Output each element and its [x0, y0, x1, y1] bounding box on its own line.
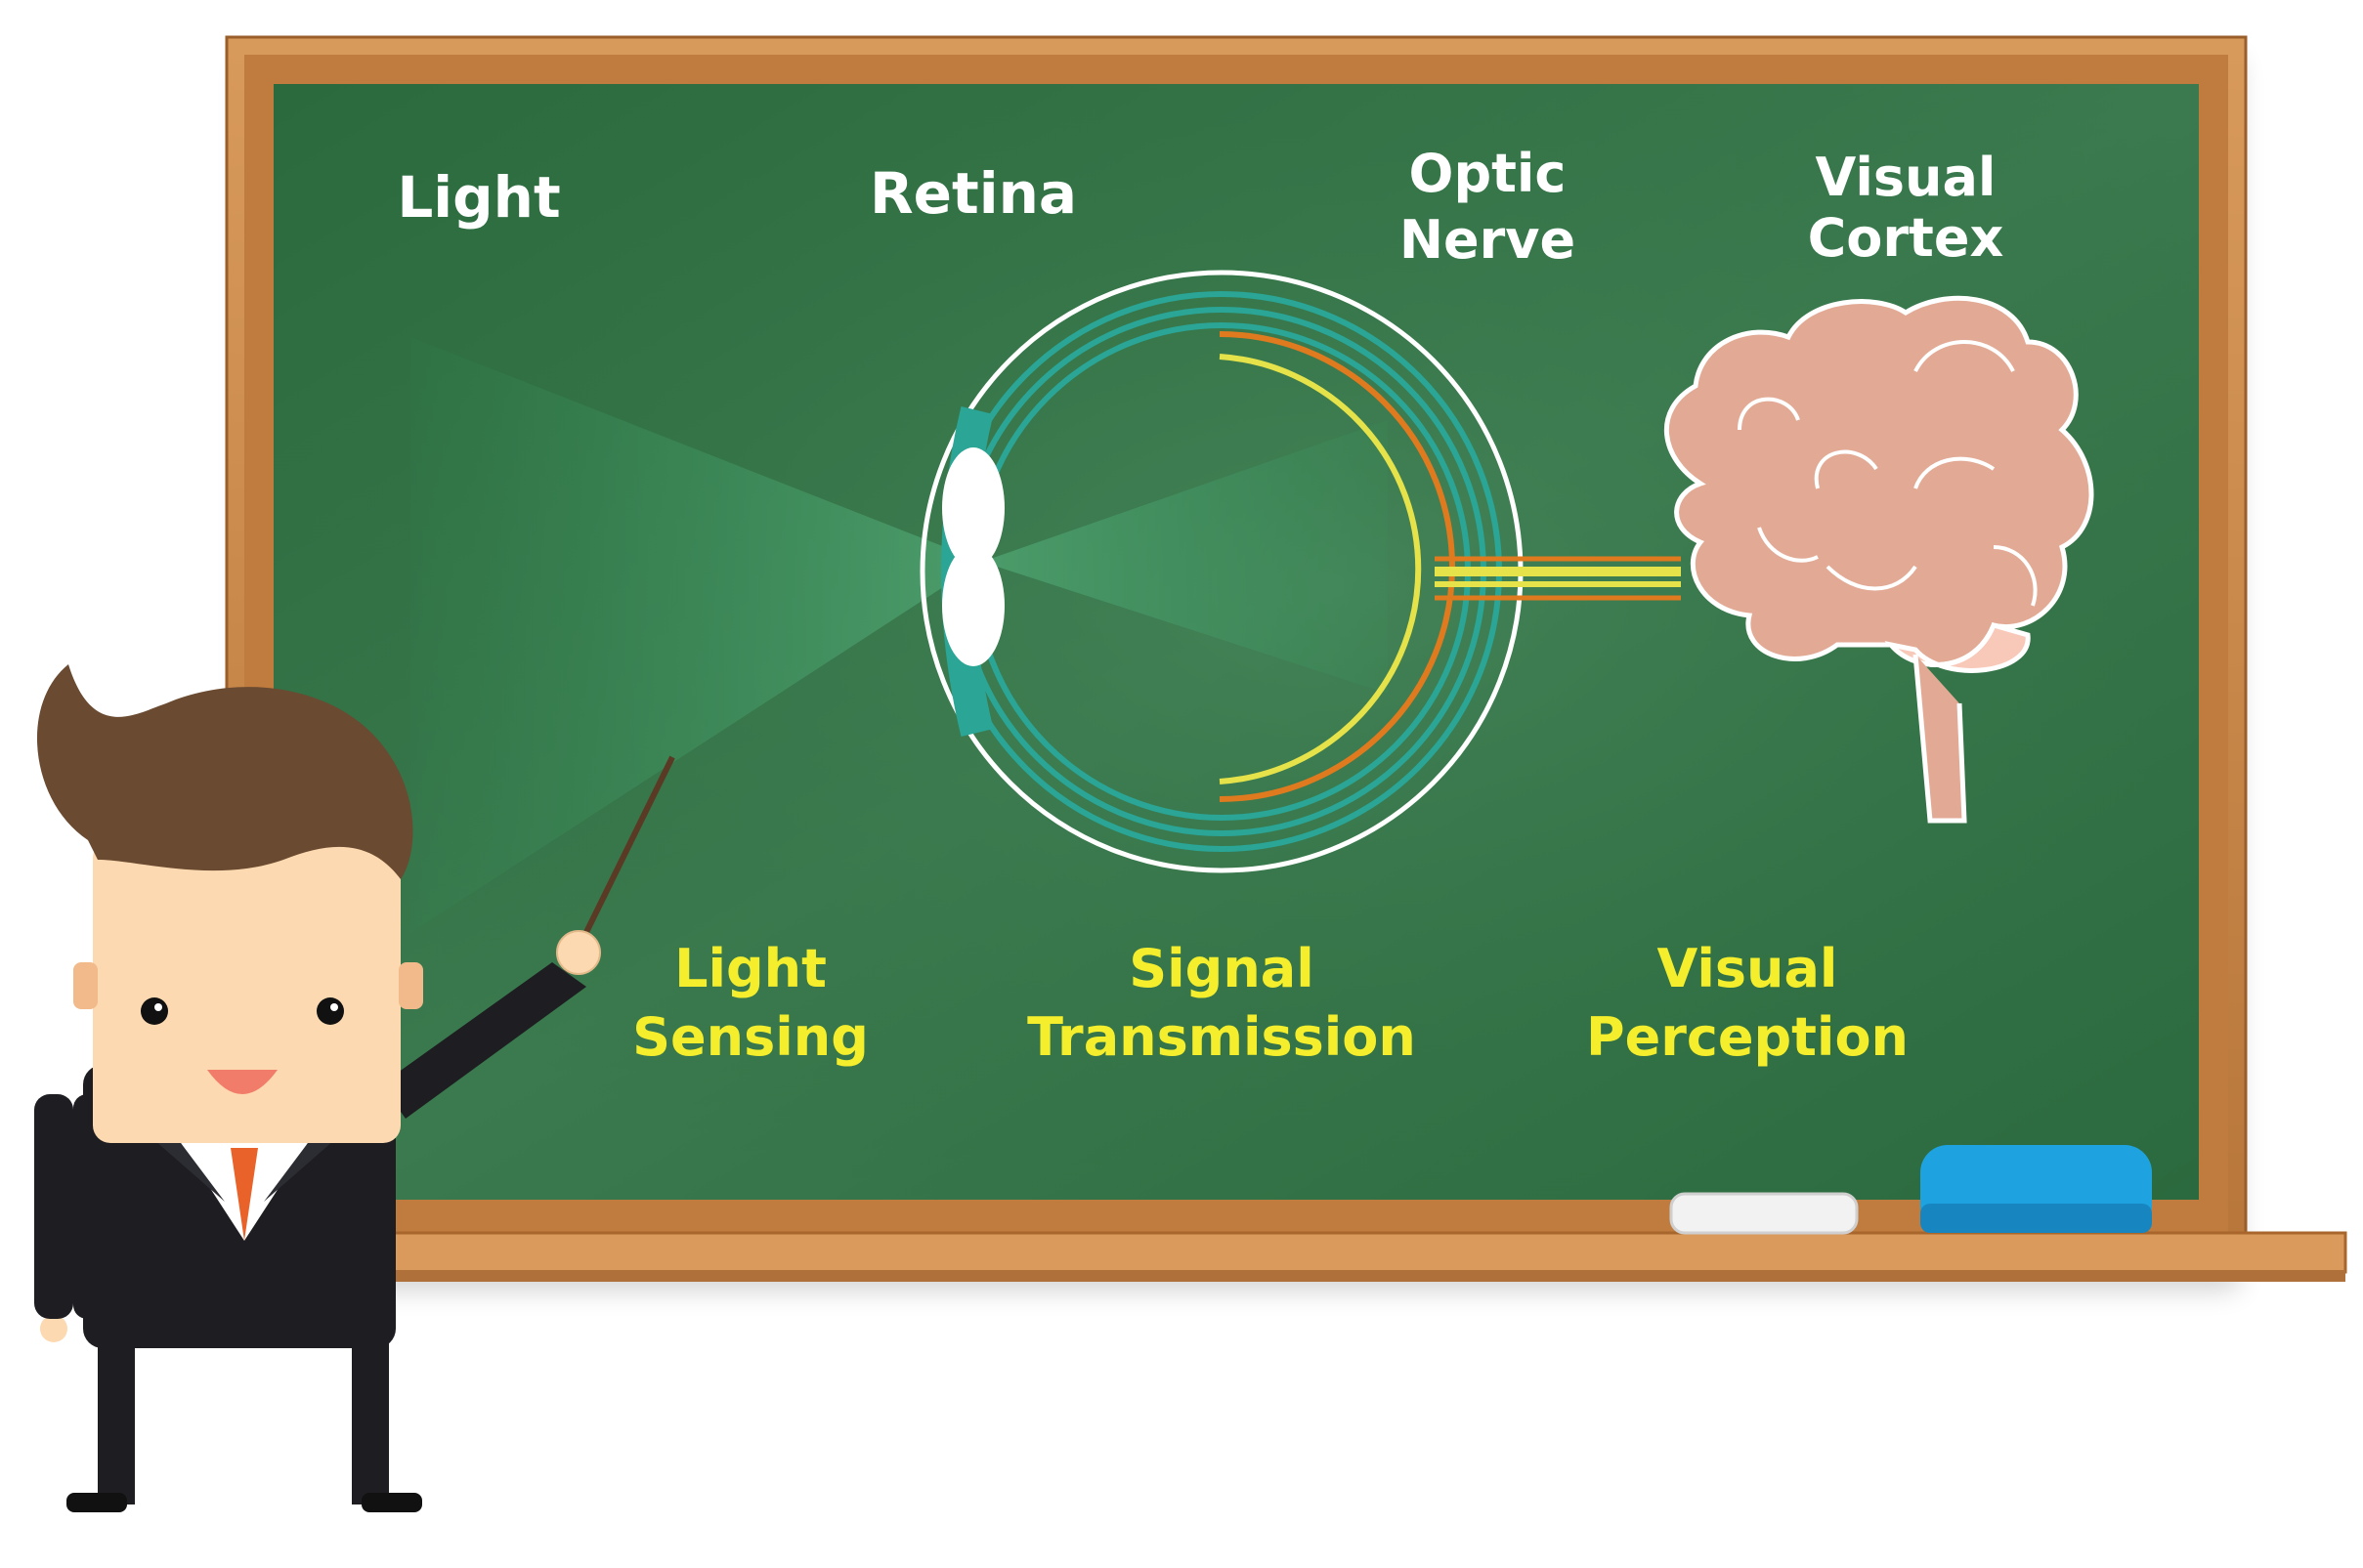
label-light: Light	[397, 164, 560, 231]
label-signal: Signal	[1129, 938, 1313, 999]
label-retina: Retina	[870, 160, 1077, 227]
teacher-icon	[34, 664, 675, 1512]
light-beam	[410, 337, 1388, 933]
label-perception: Perception	[1586, 1006, 1909, 1068]
eye-icon	[920, 270, 1681, 873]
label-cortex: Cortex	[1808, 207, 2004, 269]
label-visual-top: Visual	[1816, 147, 1997, 208]
brain-icon	[1663, 295, 2094, 824]
label-optic: Optic	[1409, 143, 1567, 204]
chalk-tray	[311, 1231, 2347, 1282]
label-visual-bottom: Visual	[1657, 938, 1838, 999]
eraser-icon	[1920, 1145, 2152, 1233]
label-sensing: Sensing	[632, 1006, 869, 1068]
label-light-bottom: Light	[674, 938, 827, 999]
chalk-icon	[1669, 1192, 1859, 1235]
label-transmission: Transmission	[1027, 1006, 1416, 1068]
label-nerve: Nerve	[1399, 209, 1575, 271]
